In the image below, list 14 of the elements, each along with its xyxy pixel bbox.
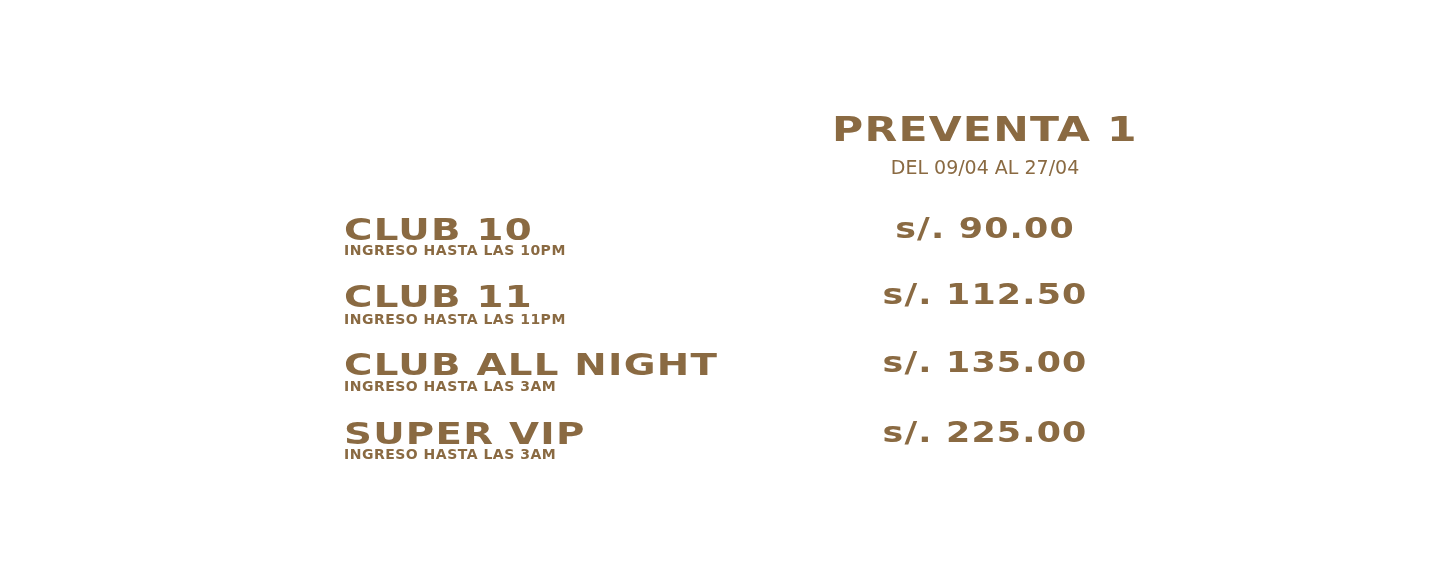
price: s/. 225.00 xyxy=(882,418,1088,447)
column-heading: PREVENTA 1 xyxy=(832,112,1138,146)
ticket-name: CLUB ALL NIGHT xyxy=(344,349,719,380)
date-range: DEL 09/04 AL 27/04 xyxy=(890,158,1080,177)
entry-time: INGRESO HASTA LAS 3AM xyxy=(344,447,557,461)
ticket-name: CLUB 11 xyxy=(344,281,533,312)
price: s/. 112.50 xyxy=(882,280,1088,309)
entry-time: INGRESO HASTA LAS 11PM xyxy=(344,312,566,326)
entry-time: INGRESO HASTA LAS 10PM xyxy=(344,243,566,257)
price: s/. 90.00 xyxy=(895,214,1075,243)
ticket-name: SUPER VIP xyxy=(344,418,586,449)
price: s/. 135.00 xyxy=(882,348,1088,377)
ticket-name: CLUB 10 xyxy=(344,214,533,245)
entry-time: INGRESO HASTA LAS 3AM xyxy=(344,379,557,393)
